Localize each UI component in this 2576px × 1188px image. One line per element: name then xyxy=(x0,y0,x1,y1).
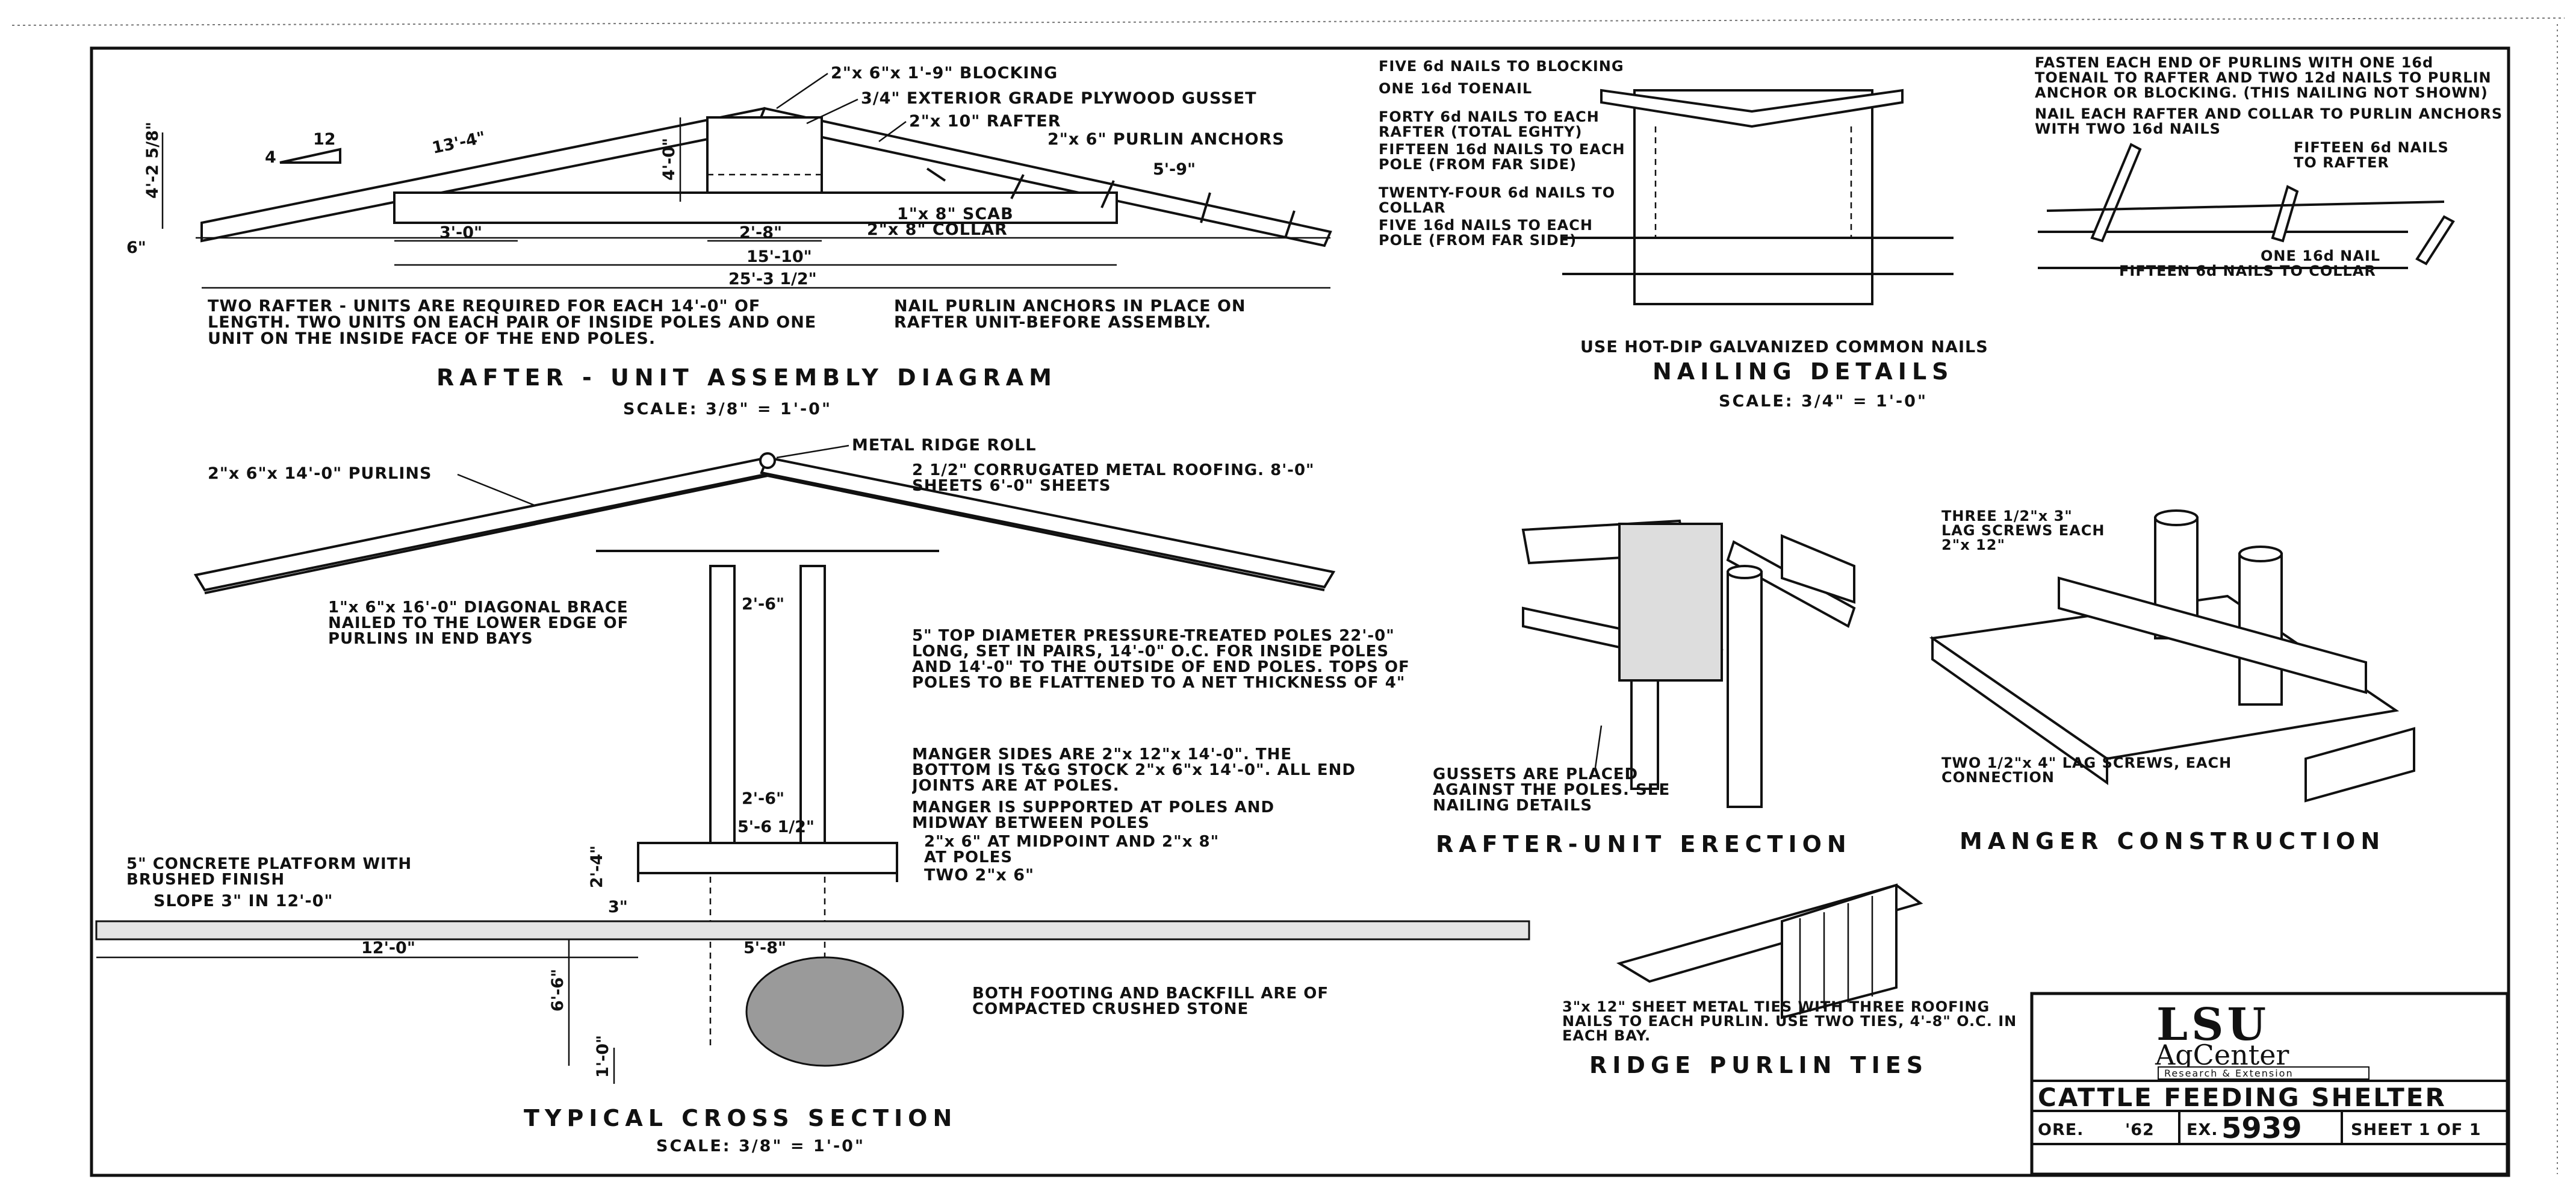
dim-pole-gap-top: 2'-6" xyxy=(742,595,784,614)
note-fifteen-6d-collar: FIFTEEN 6d NAILS TO COLLAR xyxy=(2119,263,2376,279)
dim-curb: 3" xyxy=(608,898,628,916)
dim-platform-width: 12'-0" xyxy=(361,939,415,957)
erection-pole-b xyxy=(1727,571,1763,808)
note-fifteen-6d-rafter: FIFTEEN 6d NAILS TO RAFTER xyxy=(2294,139,2449,171)
dim-pole-gap-mid: 2'-6" xyxy=(742,789,784,808)
ridge-ties-note: 3"x 12" SHEET METAL TIES WITH THREE ROOF… xyxy=(1562,1000,2017,1044)
typical-cross-section: METAL RIDGE ROLL 2"x 6"x 14'-0" PURLINS … xyxy=(95,436,1530,1155)
callout-slope: SLOPE 3" IN 12'-0" xyxy=(154,892,333,910)
callout-gusset: 3/4" EXTERIOR GRADE PLYWOOD GUSSET xyxy=(861,89,1257,108)
callout-two-2x6: TWO 2"x 6" xyxy=(924,866,1034,885)
dim-collar-offset: 3'-0" xyxy=(439,223,482,242)
dim-depth: 6'-6" xyxy=(548,969,567,1012)
dim-manger-height: 2'-4" xyxy=(588,845,606,888)
note-five-6d-blocking: FIVE 6d NAILS TO BLOCKING xyxy=(1379,59,1624,75)
lsu-agcenter-logo: LSU AgCenter Research & Extension xyxy=(2155,999,2370,1080)
rafter-unit-erection: GUSSETS ARE PLACED AGAINST THE POLES. SE… xyxy=(1433,519,1856,857)
note-one-16d-toenail: ONE 16d TOENAIL xyxy=(1379,80,1533,97)
logo-tag: Research & Extension xyxy=(2164,1068,2294,1079)
nailing-left-notes: FIVE 6d NAILS TO BLOCKING ONE 16d TOENAI… xyxy=(1379,59,1631,248)
note-forty-6d-rafter: FORTY 6d NAILS TO EACH RAFTER (TOTAL EGH… xyxy=(1379,108,1600,140)
concrete-platform xyxy=(95,920,1530,941)
dim-overhang: 5'-9" xyxy=(1153,160,1196,179)
pitch-triangle xyxy=(279,148,341,164)
callout-midpoint: 2"x 6" AT MIDPOINT AND 2"x 8" AT POLES xyxy=(924,834,1220,866)
ex-number: 5939 xyxy=(2221,1112,2302,1145)
pitch-rise: 4 xyxy=(265,148,276,167)
rafter-assembly-diagram: 4 12 4'-2 5/8" 6" 13'-4" 4'-0" 2'-8" 5'-… xyxy=(126,64,1332,418)
year: '62 xyxy=(2125,1121,2155,1139)
sheet-border xyxy=(90,46,2510,1177)
callout-manger-support: MANGER IS SUPPORTED AT POLES AND MIDWAY … xyxy=(912,800,1275,832)
note-five-16d-pole: FIVE 16d NAILS TO EACH POLE (FROM FAR SI… xyxy=(1379,217,1593,249)
note-twenty-four-6d-collar: TWENTY-FOUR 6d NAILS TO COLLAR xyxy=(1379,184,1616,216)
sheet-number: SHEET 1 OF 1 xyxy=(2351,1121,2481,1139)
callout-manger-sides: MANGER SIDES ARE 2"x 12"x 14'-0". THE BO… xyxy=(912,747,1356,795)
callout-roofing: 2 1/2" CORRUGATED METAL ROOFING. 8'-0" S… xyxy=(912,462,1315,495)
footing xyxy=(745,956,904,1067)
note-one-16d-nail: ONE 16d NAIL xyxy=(2261,247,2381,264)
nailing-scale: SCALE: 3/4" = 1'-0" xyxy=(1719,392,1928,411)
pole-right xyxy=(799,565,826,856)
dim-rise: 4'-2 5/8" xyxy=(143,122,162,199)
rafter-assembly-title: RAFTER - UNIT ASSEMBLY DIAGRAM xyxy=(436,364,1057,391)
cross-section-scale: SCALE: 3/8" = 1'-0" xyxy=(656,1137,865,1155)
callout-poles: 5" TOP DIAMETER PRESSURE-TREATED POLES 2… xyxy=(912,628,1410,692)
dim-manger-width: 5'-6 1/2" xyxy=(737,818,815,836)
rafter-assembly-scale: SCALE: 3/8" = 1'-0" xyxy=(623,400,832,418)
note-fasten-purlins: FASTEN EACH END OF PURLINS WITH ONE 16d … xyxy=(2035,55,2492,101)
nailing-right-notes: FASTEN EACH END OF PURLINS WITH ONE 16d … xyxy=(2035,55,2504,279)
callout-scab: 1"x 8" SCAB xyxy=(897,205,1014,223)
manger-construction: THREE 1/2"x 3" LAG SCREWS EACH 2"x 12" T… xyxy=(1929,509,2415,854)
erection-pole-a xyxy=(1630,679,1659,790)
dim-collar-length: 15'-10" xyxy=(746,247,812,266)
galvanized-note: USE HOT-DIP GALVANIZED COMMON NAILS xyxy=(1580,338,1988,356)
cross-section-title: TYPICAL CROSS SECTION xyxy=(524,1105,957,1131)
note-nail-rafter-collar: NAIL EACH RAFTER AND COLLAR TO PURLIN AN… xyxy=(2035,105,2503,137)
ridge-ties-title: RIDGE PURLIN TIES xyxy=(1589,1052,1928,1078)
callout-blocking: 2"x 6"x 1'-9" BLOCKING xyxy=(831,64,1058,82)
callout-ridge-roll: METAL RIDGE ROLL xyxy=(852,436,1037,455)
manger-title: MANGER CONSTRUCTION xyxy=(1960,828,2385,854)
callout-diagonal-brace: 1"x 6"x 16'-0" DIAGONAL BRACE NAILED TO … xyxy=(328,600,629,648)
collar xyxy=(393,191,1118,224)
title-block: LSU AgCenter Research & Extension CATTLE… xyxy=(2030,992,2509,1176)
erection-note: GUSSETS ARE PLACED AGAINST THE POLES. SE… xyxy=(1433,767,1671,815)
erection-title: RAFTER-UNIT ERECTION xyxy=(1436,831,1852,857)
state: ORE. xyxy=(2038,1121,2084,1139)
dim-footing-width: 5'-8" xyxy=(743,939,786,957)
callout-footing: BOTH FOOTING AND BACKFILL ARE OF COMPACT… xyxy=(972,986,1329,1018)
erection-gusset xyxy=(1618,523,1723,682)
ex-label: EX. xyxy=(2186,1121,2218,1139)
dim-total-length: 25'-3 1/2" xyxy=(728,270,817,288)
manger-note-bottom: TWO 1/2"x 4" LAG SCREWS, EACH CONNECTION xyxy=(1941,756,2232,786)
note-purlin-anchors: NAIL PURLIN ANCHORS IN PLACE ON RAFTER U… xyxy=(894,298,1246,332)
nailing-details: FIVE 6d NAILS TO BLOCKING ONE 16d TOENAI… xyxy=(1379,55,2504,411)
pole-left xyxy=(709,565,736,856)
dim-gusset-height: 4'-0" xyxy=(660,138,678,181)
callout-rafter: 2"x 10" RAFTER xyxy=(909,112,1061,131)
ridge-purlin-ties: 3"x 12" SHEET METAL TIES WITH THREE ROOF… xyxy=(1562,883,2017,1078)
nailing-title: NAILING DETAILS xyxy=(1653,358,1954,385)
scan-edge-line xyxy=(11,17,2565,26)
dim-gusset-width: 2'-8" xyxy=(739,223,782,242)
ridge-roll xyxy=(759,452,776,469)
note-fifteen-16d-pole: FIFTEEN 16d NAILS TO EACH POLE (FROM FAR… xyxy=(1379,141,1625,173)
pitch-run: 12 xyxy=(313,130,336,149)
dim-footing-height: 1'-0" xyxy=(594,1035,612,1078)
dim-slope-length: 13'-4" xyxy=(430,128,487,158)
callout-collar: 2"x 8" COLLAR xyxy=(867,220,1008,239)
callout-purlins: 2"x 6"x 14'-0" PURLINS xyxy=(208,464,432,483)
callout-platform: 5" CONCRETE PLATFORM WITH BRUSHED FINISH xyxy=(126,856,412,889)
logo-sub: AgCenter xyxy=(2155,1039,2289,1071)
shelter-title: CATTLE FEEDING SHELTER xyxy=(2038,1083,2447,1112)
manger-note-top: THREE 1/2"x 3" LAG SCREWS EACH 2"x 12" xyxy=(1941,509,2105,553)
note-rafter-units: TWO RAFTER - UNITS ARE REQUIRED FOR EACH… xyxy=(208,298,817,348)
dim-eave: 6" xyxy=(126,238,146,257)
logo-main: LSU xyxy=(2156,999,2270,1051)
manger xyxy=(637,842,898,874)
callout-purlin-anchors: 2"x 6" PURLIN ANCHORS xyxy=(1047,130,1285,149)
